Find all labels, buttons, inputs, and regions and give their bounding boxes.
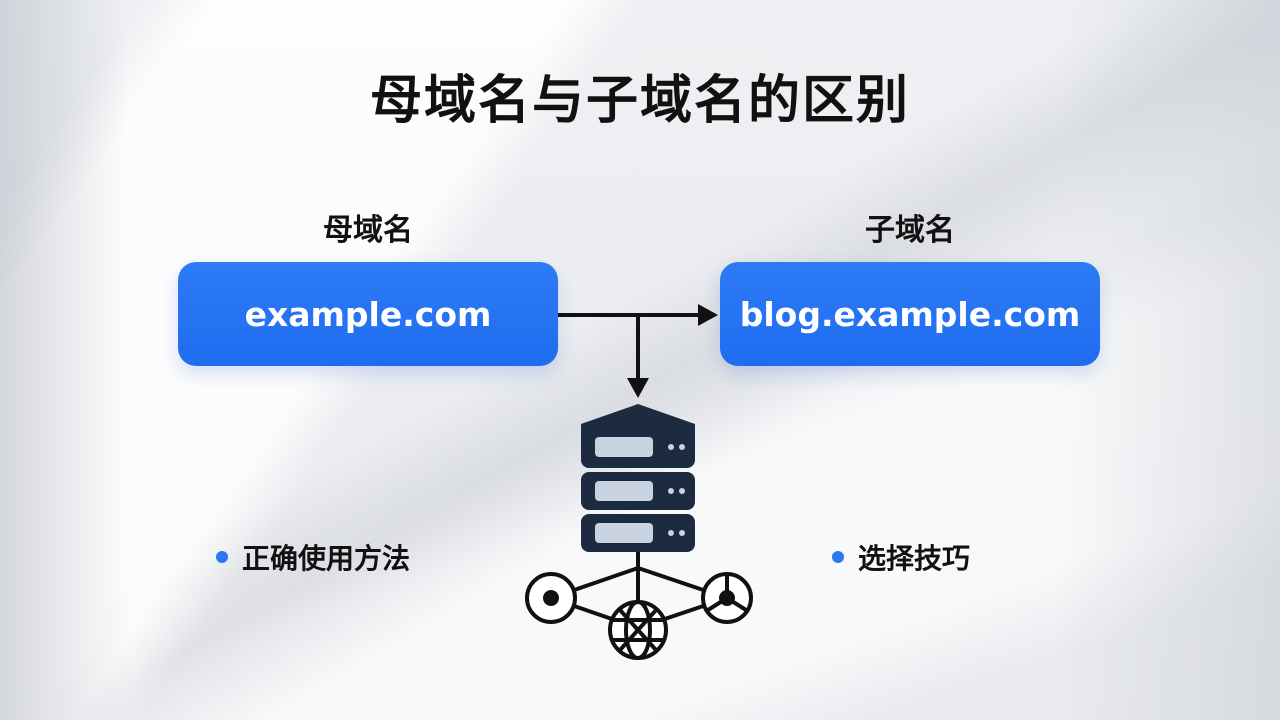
subdomain-label: 子域名 <box>865 213 955 248</box>
bullet-correct-usage: 正确使用方法 <box>216 537 410 577</box>
parent-domain-box: example.com <box>178 262 558 366</box>
bullet-dot-icon <box>216 551 228 563</box>
bullet-selection-tips-text: 选择技巧 <box>858 542 971 575</box>
parent-domain-text: example.com <box>244 294 492 334</box>
page-title: 母域名与子域名的区别 <box>369 71 910 131</box>
subdomain-box: blog.example.com <box>720 262 1100 366</box>
connector-arrows <box>558 313 700 380</box>
bullet-dot-icon <box>832 551 844 563</box>
bullet-correct-usage-text: 正确使用方法 <box>242 542 411 575</box>
network-globe-icon <box>525 552 753 660</box>
arrow-to-subdomain-head <box>698 304 718 326</box>
subdomain-text: blog.example.com <box>739 294 1081 334</box>
parent-domain-label: 母域名 <box>323 213 413 248</box>
server-stack-icon <box>581 404 695 552</box>
bullet-selection-tips: 选择技巧 <box>832 537 970 577</box>
arrow-to-server-head <box>627 378 649 398</box>
